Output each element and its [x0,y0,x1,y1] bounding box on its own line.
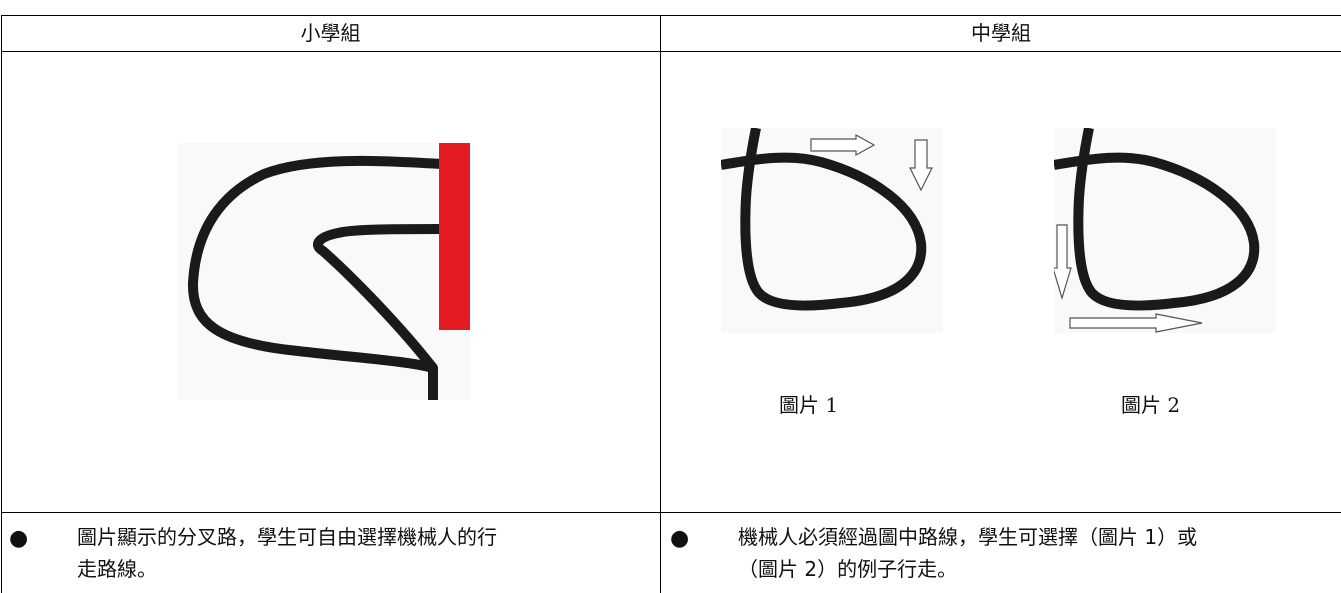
secondary-note-line-2: （圖片 2）的例子行走。 [738,557,958,581]
secondary-track-image-2 [1052,127,1276,333]
header-primary: 小學組 [300,21,361,45]
primary-note-line-1: 圖片顯示的分叉路，學生可自由選擇機械人的行 [77,525,497,549]
primary-track-image [178,143,470,400]
loop-path-diagram-2 [1052,127,1260,333]
red-end-marker [439,143,470,330]
primary-note: 圖片顯示的分叉路，學生可自由選擇機械人的行 走路線。 [77,521,652,585]
right-arrow-icon [1069,313,1203,333]
inner-branch-line [313,224,443,372]
table-column-divider [660,15,661,593]
forked-path-diagram [187,143,470,400]
right-arrow-icon [810,133,876,157]
header-row-border [1,51,1341,52]
header-secondary: 中學組 [971,21,1031,45]
secondary-note: 機械人必須經過圖中路線，學生可選擇（圖片 1）或 （圖片 2）的例子行走。 [738,521,1338,585]
down-arrow-icon [1052,224,1072,301]
loop-track-line [1053,127,1260,311]
secondary-note-line-1: 機械人必須經過圖中路線，學生可選擇（圖片 1）或 [738,525,1198,549]
down-arrow-icon [909,139,933,192]
caption-picture-2: 圖片 2 [1121,393,1181,417]
caption-picture-1: 圖片 1 [779,393,839,417]
table-left-border [1,15,2,593]
primary-note-line-2: 走路線。 [77,557,157,581]
loop-path-diagram-1 [720,127,933,311]
loop-track-line [720,127,927,311]
bullet-icon: ● [9,526,29,551]
outer-track-line [187,155,443,400]
table-top-border [1,15,1341,16]
bullet-icon: ● [670,526,690,551]
secondary-track-image-1 [720,127,943,333]
image-row-border [1,512,1341,513]
